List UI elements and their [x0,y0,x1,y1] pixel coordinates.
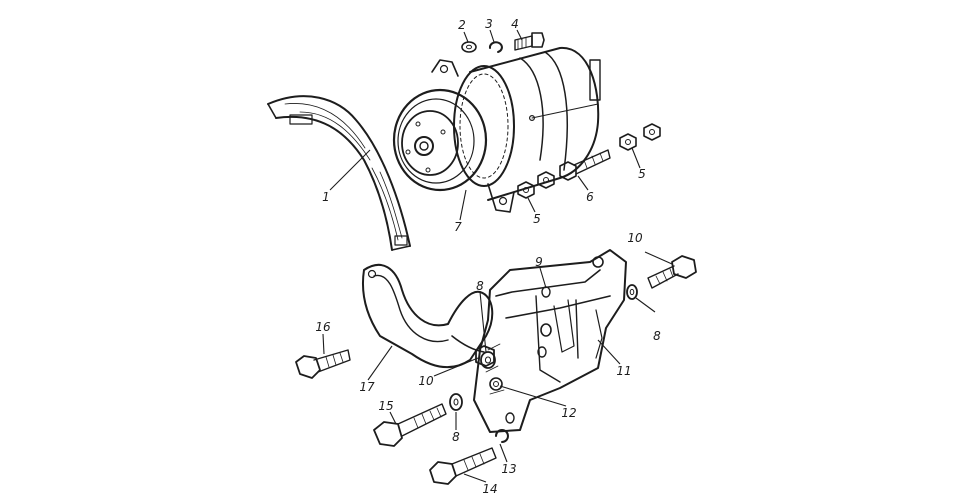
callout-12: 12 [561,406,577,420]
callout-9: 9 [535,255,543,269]
belt-guard [267,95,411,251]
callout-11: 11 [616,364,632,378]
nut-left [517,171,555,199]
callout-6: 6 [586,190,594,204]
adjusting-bar [362,263,494,369]
callout-14: 14 [482,482,498,496]
bolt-left [295,349,351,379]
nut-right [619,123,661,151]
bolt-long [373,403,447,447]
callout-10-center: 10 [418,374,434,388]
bolt-top [514,32,545,51]
callout-10-right: 10 [627,231,643,245]
bolt-alternator [559,149,611,181]
callout-4: 4 [511,17,519,31]
bolt-bottom [429,447,497,485]
washer-top [461,41,477,53]
bolt-right [647,255,697,289]
callout-2: 2 [458,18,466,32]
callout-13: 13 [501,462,517,476]
mounting-bracket [473,249,627,433]
washer-right [626,284,638,300]
callout-16: 16 [315,320,331,334]
callout-7: 7 [454,220,462,234]
callout-17: 17 [359,380,375,394]
washer-center [480,351,496,369]
callout-8-lower: 8 [452,430,460,444]
washer-lower [449,393,463,411]
callout-15: 15 [378,399,394,413]
alternator [392,46,601,213]
bracket-hole [541,286,551,298]
callout-8-right: 8 [653,329,661,343]
callout-8-center: 8 [476,279,484,293]
lock-washer-top [488,41,503,53]
bolt-center [475,345,495,367]
callout-3: 3 [485,17,493,31]
leader-lines [322,29,673,483]
callout-1: 1 [322,190,330,204]
callout-5-left: 5 [533,212,541,226]
callout-5-right: 5 [638,167,646,181]
lock-washer-bottom [495,429,509,443]
bracket-boss [489,377,503,391]
